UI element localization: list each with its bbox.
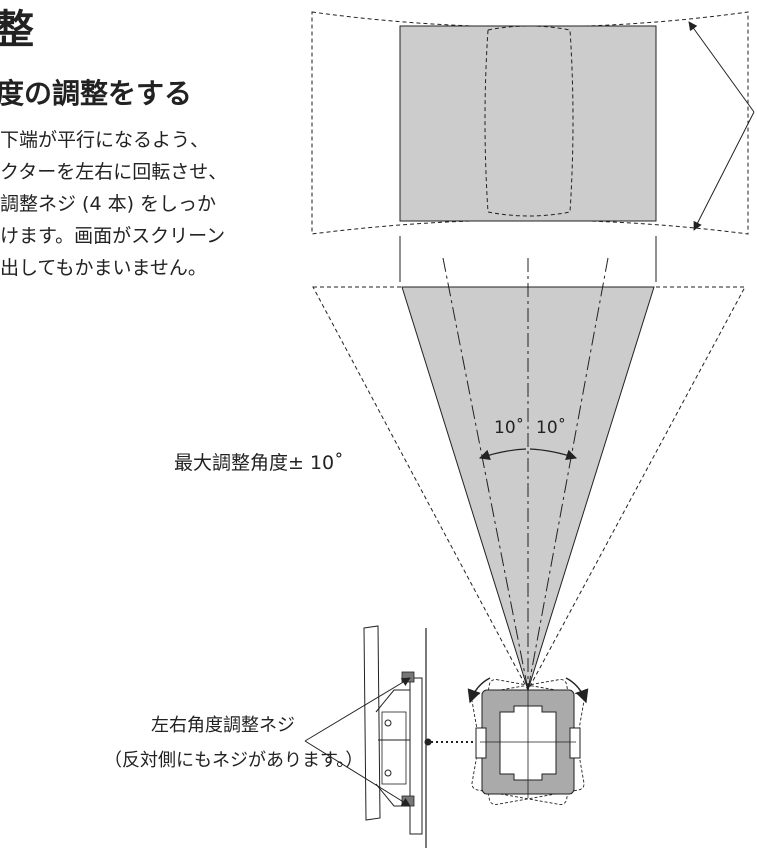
screw-icon xyxy=(384,769,392,777)
mount-front-panel xyxy=(363,625,381,821)
mount-side-view xyxy=(304,625,481,848)
tilted-image-outline xyxy=(311,11,749,235)
angle-arc-left xyxy=(478,448,527,461)
rotate-arrow-left xyxy=(467,677,491,704)
screw-pointer-lower xyxy=(304,740,411,807)
instruction-line: 下端が平行になるよう、 xyxy=(0,129,210,151)
size-arrow-up xyxy=(688,21,755,113)
instruction-text: 下端が平行になるよう、 クターを左右に回転させ、 調整ネジ (4 本) をしっか… xyxy=(0,124,272,284)
angle-right-label: 10˚ xyxy=(536,417,566,438)
axis-right-10deg xyxy=(527,257,609,691)
screw-label: 左右角度調整ネジ xyxy=(151,715,295,736)
screw-icon xyxy=(384,719,392,727)
rotate-arrow-right xyxy=(565,677,589,704)
angle-arc-right xyxy=(529,448,578,461)
screw-icon xyxy=(401,671,415,683)
axis-left-10deg xyxy=(442,257,529,691)
mount-back-plate xyxy=(409,677,423,835)
instruction-line: クターを左右に回転させ、 xyxy=(0,161,228,183)
projection-cone-group: 10˚ 10˚ xyxy=(312,257,746,692)
tilt-range-outline xyxy=(312,286,746,692)
mount-bracket-block xyxy=(381,711,407,785)
instruction-line: 調整ネジ (4 本) をしっか xyxy=(0,193,217,215)
instruction-line: 出してもかまいません。 xyxy=(0,257,207,279)
size-arrow-down xyxy=(693,111,755,231)
projected-image-group xyxy=(311,11,755,282)
mount-tab-left xyxy=(475,727,487,759)
instruction-line: けます。画面がスクリーン xyxy=(0,225,226,247)
section-subtitle: 度の調整をする xyxy=(0,77,193,110)
projector-top-view xyxy=(467,677,589,805)
screw-label-note: （反対側にもネジがあります。） xyxy=(104,750,363,771)
angle-left-label: 10˚ xyxy=(494,417,524,438)
narrow-image-outline xyxy=(484,25,574,217)
screw-pointer-upper xyxy=(304,677,411,742)
mount-frame-upper xyxy=(375,689,410,713)
projected-image xyxy=(399,25,657,222)
section-title: 整 xyxy=(0,7,34,53)
max-angle-label: 最大調整角度± 10˚ xyxy=(174,452,344,474)
mount-tab-right xyxy=(569,727,581,759)
connection-dot xyxy=(424,738,432,746)
